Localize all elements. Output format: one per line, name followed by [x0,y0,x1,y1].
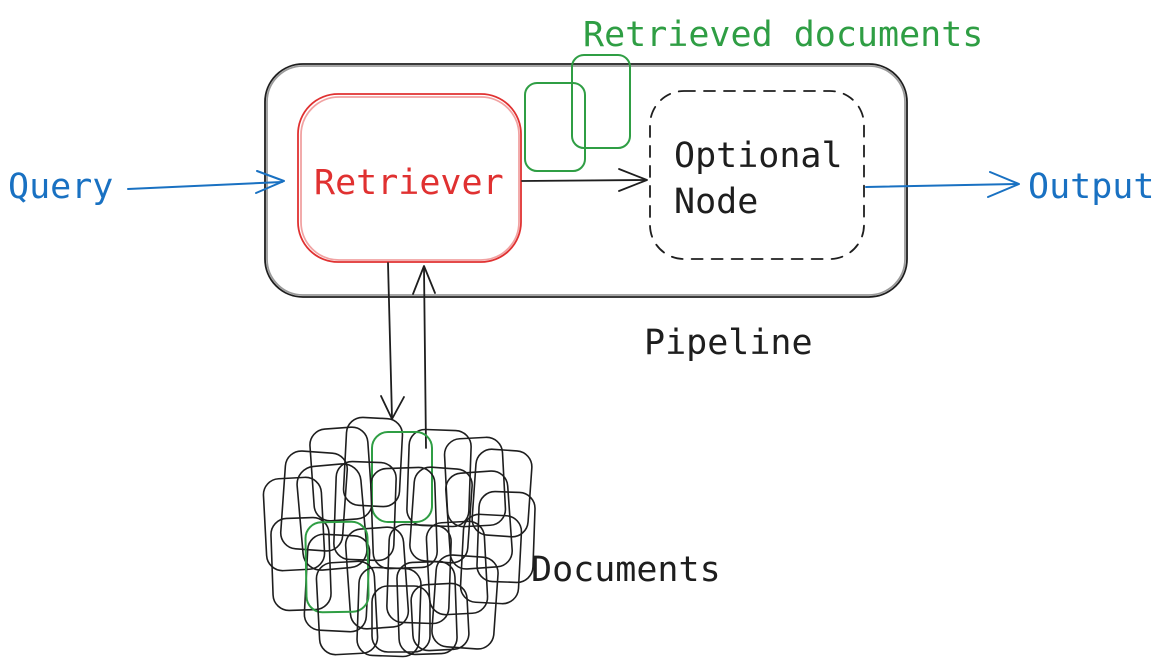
document-shape [333,460,397,562]
document-shape [315,560,379,656]
retriever-node-box [297,93,522,263]
optional-node-label-line1: Optional [674,136,843,176]
pipeline-label: Pipeline [644,323,813,363]
document-shape [344,526,410,630]
documents-label: Documents [531,550,721,590]
query-label: Query [8,167,114,207]
document-shape [425,520,489,616]
document-shape [406,428,472,528]
optional-node-label: Optional Node [674,133,843,225]
document-shape [303,533,371,633]
pipeline-box [264,63,908,298]
query-arrow [127,170,285,194]
document-shape [409,466,473,564]
documents-cluster-icon [262,416,536,658]
document-shape [356,566,422,658]
document-shape [296,463,368,571]
output-label: Output [1028,167,1155,207]
retrieved-document-shape [304,520,370,614]
document-shape [371,585,431,653]
retrieved-document-stack-icon [524,54,631,172]
document-shape [386,523,452,625]
optional-node-box [649,90,865,260]
document-shape [279,450,349,552]
retriever-node-label: Retriever [314,163,504,203]
output-arrow [865,171,1020,198]
document-shape [471,448,533,538]
document-shape [396,560,458,656]
optional-node-label-line2: Node [674,182,759,222]
document-shape [431,554,499,650]
arrow-down-icon [380,262,405,420]
retrieved-documents-label: Retrieved documents [583,15,984,55]
retriever-to-optional-arrow [521,168,648,192]
document-shape [476,490,536,584]
document-shape [410,582,470,652]
arrow-up-icon [412,265,436,449]
document-shape [459,513,523,605]
